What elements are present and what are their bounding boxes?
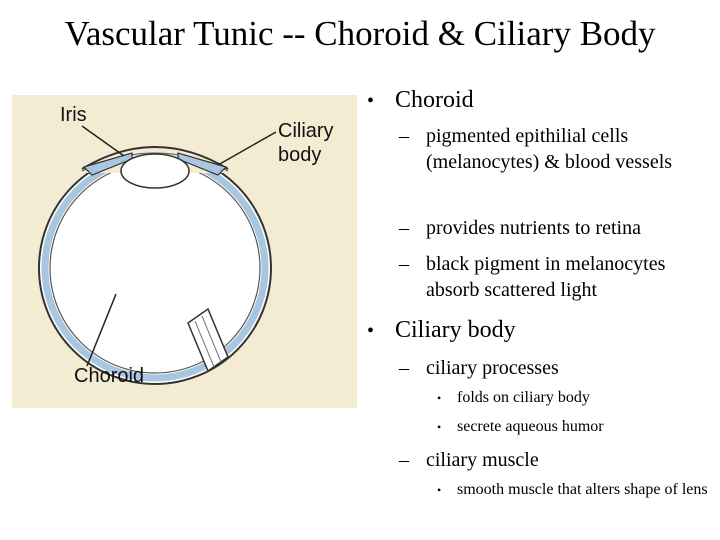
dash-icon: – [399,253,409,275]
sub-bullet-text: ciliary muscle [426,449,539,471]
sub-sub-bullet-text: secrete aqueous humor [457,418,604,435]
bullet-choroid: • Choroid [367,86,474,115]
dash-icon: – [399,449,409,471]
sub-bullet-text: black pigment in melanocytes absorb scat… [426,253,666,301]
sub-bullet: –ciliary muscle [399,447,717,473]
bullet-dot-icon: • [437,483,442,497]
sub-sub-bullet: • secrete aqueous humor [437,417,720,437]
bullet-ciliary-body: • Ciliary body [367,316,516,345]
bullet-dot-icon: • [437,420,442,434]
sub-bullet: –provides nutrients to retina [399,215,717,241]
bullet-dot-icon: • [367,90,375,112]
ciliary-body-label-line1: Ciliary [278,120,334,142]
eye-diagram: Iris Ciliary body Choroid [12,95,357,408]
sub-bullet-text: provides nutrients to retina [426,217,641,239]
sub-sub-bullet-text: folds on ciliary body [457,389,590,406]
sub-bullet: –ciliary processes [399,355,717,381]
bullet-dot-icon: • [367,320,375,342]
bullet-text: Choroid [395,87,474,113]
sub-sub-bullet-text: smooth muscle that alters shape of lens [457,481,708,498]
choroid-label: Choroid [74,365,145,387]
sub-bullet: –pigmented epithilial cells (melanocytes… [399,123,717,175]
bullet-dot-icon: • [437,391,442,405]
sub-sub-bullet: • smooth muscle that alters shape of lens [437,480,717,500]
dash-icon: – [399,217,409,239]
sub-bullet: –black pigment in melanocytes absorb sca… [399,251,717,303]
sub-bullet-text: pigmented epithilial cells (melanocytes)… [426,125,673,173]
ciliary-body-label-line2: body [278,144,322,166]
dash-icon: – [399,357,409,379]
iris-label: Iris [60,104,87,126]
eye-diagram-illustration [12,95,357,408]
bullet-text: Ciliary body [395,317,516,343]
sub-sub-bullet: • folds on ciliary body [437,388,720,408]
sub-bullet-text: ciliary processes [426,357,559,379]
slide-title: Vascular Tunic -- Choroid & Ciliary Body [64,14,656,53]
dash-icon: – [399,125,409,147]
